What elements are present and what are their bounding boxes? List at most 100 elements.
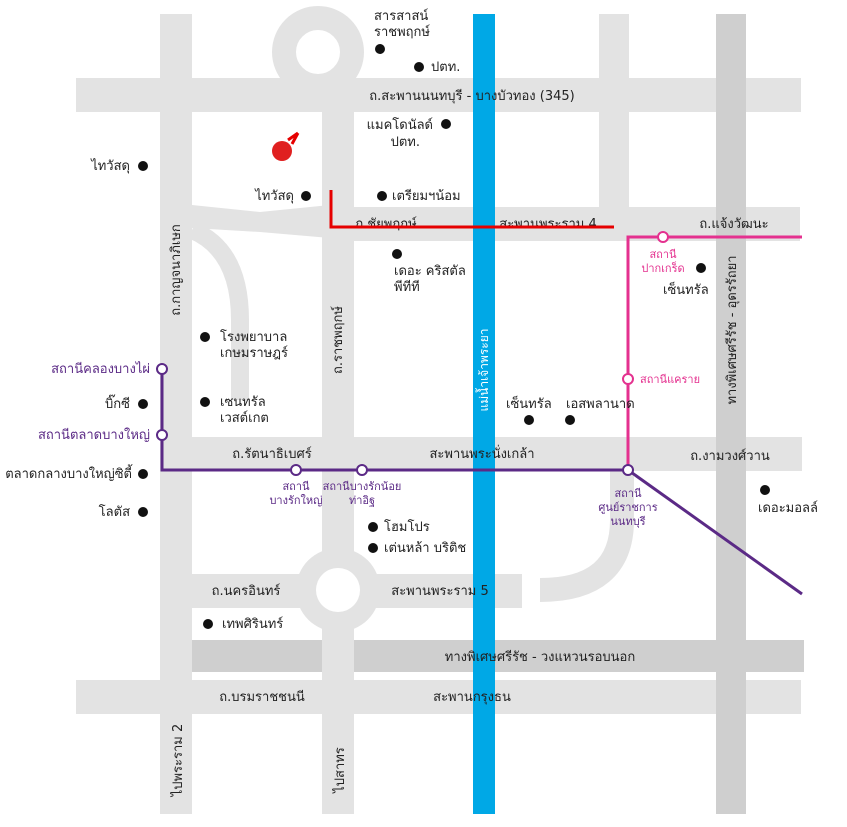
road-kanchanaphisek [160,14,192,814]
poi-dot [368,543,378,553]
road-curve-southeast [539,460,634,602]
station-pak-kret-marker [657,231,669,243]
poi-mcdonalds[interactable]: แมคโดนัลด์ ปตท. [367,117,451,150]
poi-dot [200,332,210,342]
station-khae-rai-label: สถานีแคราย [640,373,700,386]
station-bang-rak-yai-label-1: สถานี [282,480,310,493]
poi-label: เต่นหล้า บริติช [384,541,466,556]
poi-label: เดอะมอลล์ [758,500,818,516]
poi-kasemrad-hospital[interactable]: โรงพยาบาล เกษมราษฎร์ [200,329,288,361]
poi-label: เทพศิรินทร์ [222,616,283,632]
station-talat-bang-yai-label: สถานีตลาดบางใหญ่ [38,427,150,443]
poi-thaiwatsadu[interactable]: ไทวัสดุ [254,188,311,204]
poi-label-2: เวสต์เกต [220,410,269,426]
poi-label: เอสพลานาด [566,397,635,412]
poi-label: เตรียมฯน้อม [392,188,461,204]
poi-thepsirin[interactable]: เทพศิรินทร์ [203,616,283,632]
poi-dot [138,399,148,409]
road-borommaratchachonnani [76,680,801,714]
destination-marker[interactable] [272,141,292,161]
poi-sarasas[interactable]: สารสาสน์ ราชพฤกษ์ [374,8,430,54]
poi-tenla-british[interactable]: เต่นหล้า บริติช [368,541,466,556]
pink-line [626,235,802,470]
route-line [329,190,614,229]
road-label-rama4-bridge: สะพานพระราม 4 [499,217,596,232]
poi-label-2: ราชพฤกษ์ [374,24,430,40]
poi-central-chaengwattana[interactable]: เซ็นทรัล [663,263,709,298]
expressway-outer-label: ทางพิเศษศรีรัช - วงแหวนรอบนอก [445,649,635,665]
poi-dot [524,415,534,425]
poi-dot [377,191,387,201]
poi-esplanade[interactable]: เอสพลานาด [565,397,635,425]
road-label-to-rama2: ไปพระราม 2 [170,724,186,798]
poi-thaiwatsadu-left[interactable]: ไทวัสดุ [90,158,148,174]
river-label: แม่น้ำเจ้าพระยา [475,328,491,411]
roundabout-center [316,568,360,612]
road-label-rama5-bridge: สะพานพระราม 5 [391,584,488,599]
station-nonthaburi-civic-marker [622,464,634,476]
road-label-ngamwongwan: ถ.งามวงศ์วาน [690,448,770,464]
poi-lotus[interactable]: โลตัส [99,504,148,520]
road-label-to-sathon: ไปสาทร [332,747,348,794]
poi-label: เซ็นทรัล [506,394,552,412]
station-talat-bang-yai-marker [156,429,168,441]
poi-ptt-1[interactable]: ปตท. [414,60,460,75]
poi-dot [138,469,148,479]
station-bang-rak-noi-label-1: สถานีบางรักน้อย [323,480,402,493]
poi-dot [414,62,424,72]
road-expressway-outer [192,640,804,672]
chao-phraya-river [473,14,495,814]
road-label-krungthon-bridge: สะพานกรุงธน [433,690,511,705]
poi-label: ไทวัสดุ [90,158,130,174]
poi-label: ไทวัสดุ [254,188,294,204]
road-label-chaengwattana: ถ.แจ้งวัฒนะ [699,217,768,232]
poi-label-2: พีทีที [394,279,420,295]
poi-central-rattanathibet[interactable]: เซ็นทรัล [506,394,552,425]
poi-the-mall[interactable]: เดอะมอลล์ [758,485,818,516]
poi-dot [203,619,213,629]
poi-label-2: เกษมราษฎร์ [220,345,288,361]
road-label-borommaratchachonnani: ถ.บรมราชชนนี [219,689,305,705]
poi-dot [565,415,575,425]
poi-label: โรงพยาบาล [220,329,287,345]
station-bang-rak-yai-label-2: บางรักใหญ่ [269,494,322,507]
poi-dot [138,507,148,517]
poi-talat-bang-yai-city[interactable]: ตลาดกลางบางใหญ่ซิตี้ [5,464,148,482]
poi-label: เซ็นทรัล [663,280,709,298]
poi-dot [200,397,210,407]
poi-dot [696,263,706,273]
poi-label: ปตท. [431,60,460,75]
poi-dot [760,485,770,495]
road-label-kanchanaphisek: ถ.กาญจนาภิเษก [169,224,184,316]
poi-label: เซนทรัล [220,395,266,410]
station-khlong-bang-phai-marker [156,363,168,375]
road-label-ratchaphruek: ถ.ราชพฤกษ์ [330,306,346,374]
station-bang-rak-yai-marker [290,464,302,476]
poi-label: โฮมโปร [384,519,430,535]
road-label-chaiyaphruek: ถ.ชัยพฤกษ์ [355,216,417,232]
poi-label-2: ปตท. [391,135,420,150]
poi-the-crystal[interactable]: เดอะ คริสตัล พีทีที [392,249,466,295]
expressway-udon-label: ทางพิเศษศรีรัช - อุดรรัถยา [724,255,740,404]
poi-bigc[interactable]: บิ๊กซี [105,394,148,412]
poi-homepro[interactable]: โฮมโปร [368,519,430,535]
station-nonthaburi-civic-label-1: สถานี [614,487,642,500]
road-expressway-udon [716,14,746,814]
poi-dot [375,44,385,54]
station-pak-kret-label-1: สถานี [649,248,677,261]
poi-label: ตลาดกลางบางใหญ่ซิตี้ [5,464,133,482]
station-khlong-bang-phai-label: สถานีคลองบางไผ่ [51,361,150,377]
poi-triam-nom[interactable]: เตรียมฯน้อม [377,188,461,204]
station-bang-rak-noi-marker [356,464,368,476]
poi-dot [392,249,402,259]
road-label-nakhon-in: ถ.นครอินทร์ [212,583,281,599]
poi-label: เดอะ คริสตัล [394,264,466,279]
poi-central-westgate[interactable]: เซนทรัล เวสต์เกต [200,395,269,426]
poi-dot [368,522,378,532]
poi-dot [301,191,311,201]
top-loop-road [272,6,364,98]
poi-label: บิ๊กซี [105,394,130,412]
poi-dot [441,119,451,129]
road-saphan-nonthaburi [76,78,801,112]
